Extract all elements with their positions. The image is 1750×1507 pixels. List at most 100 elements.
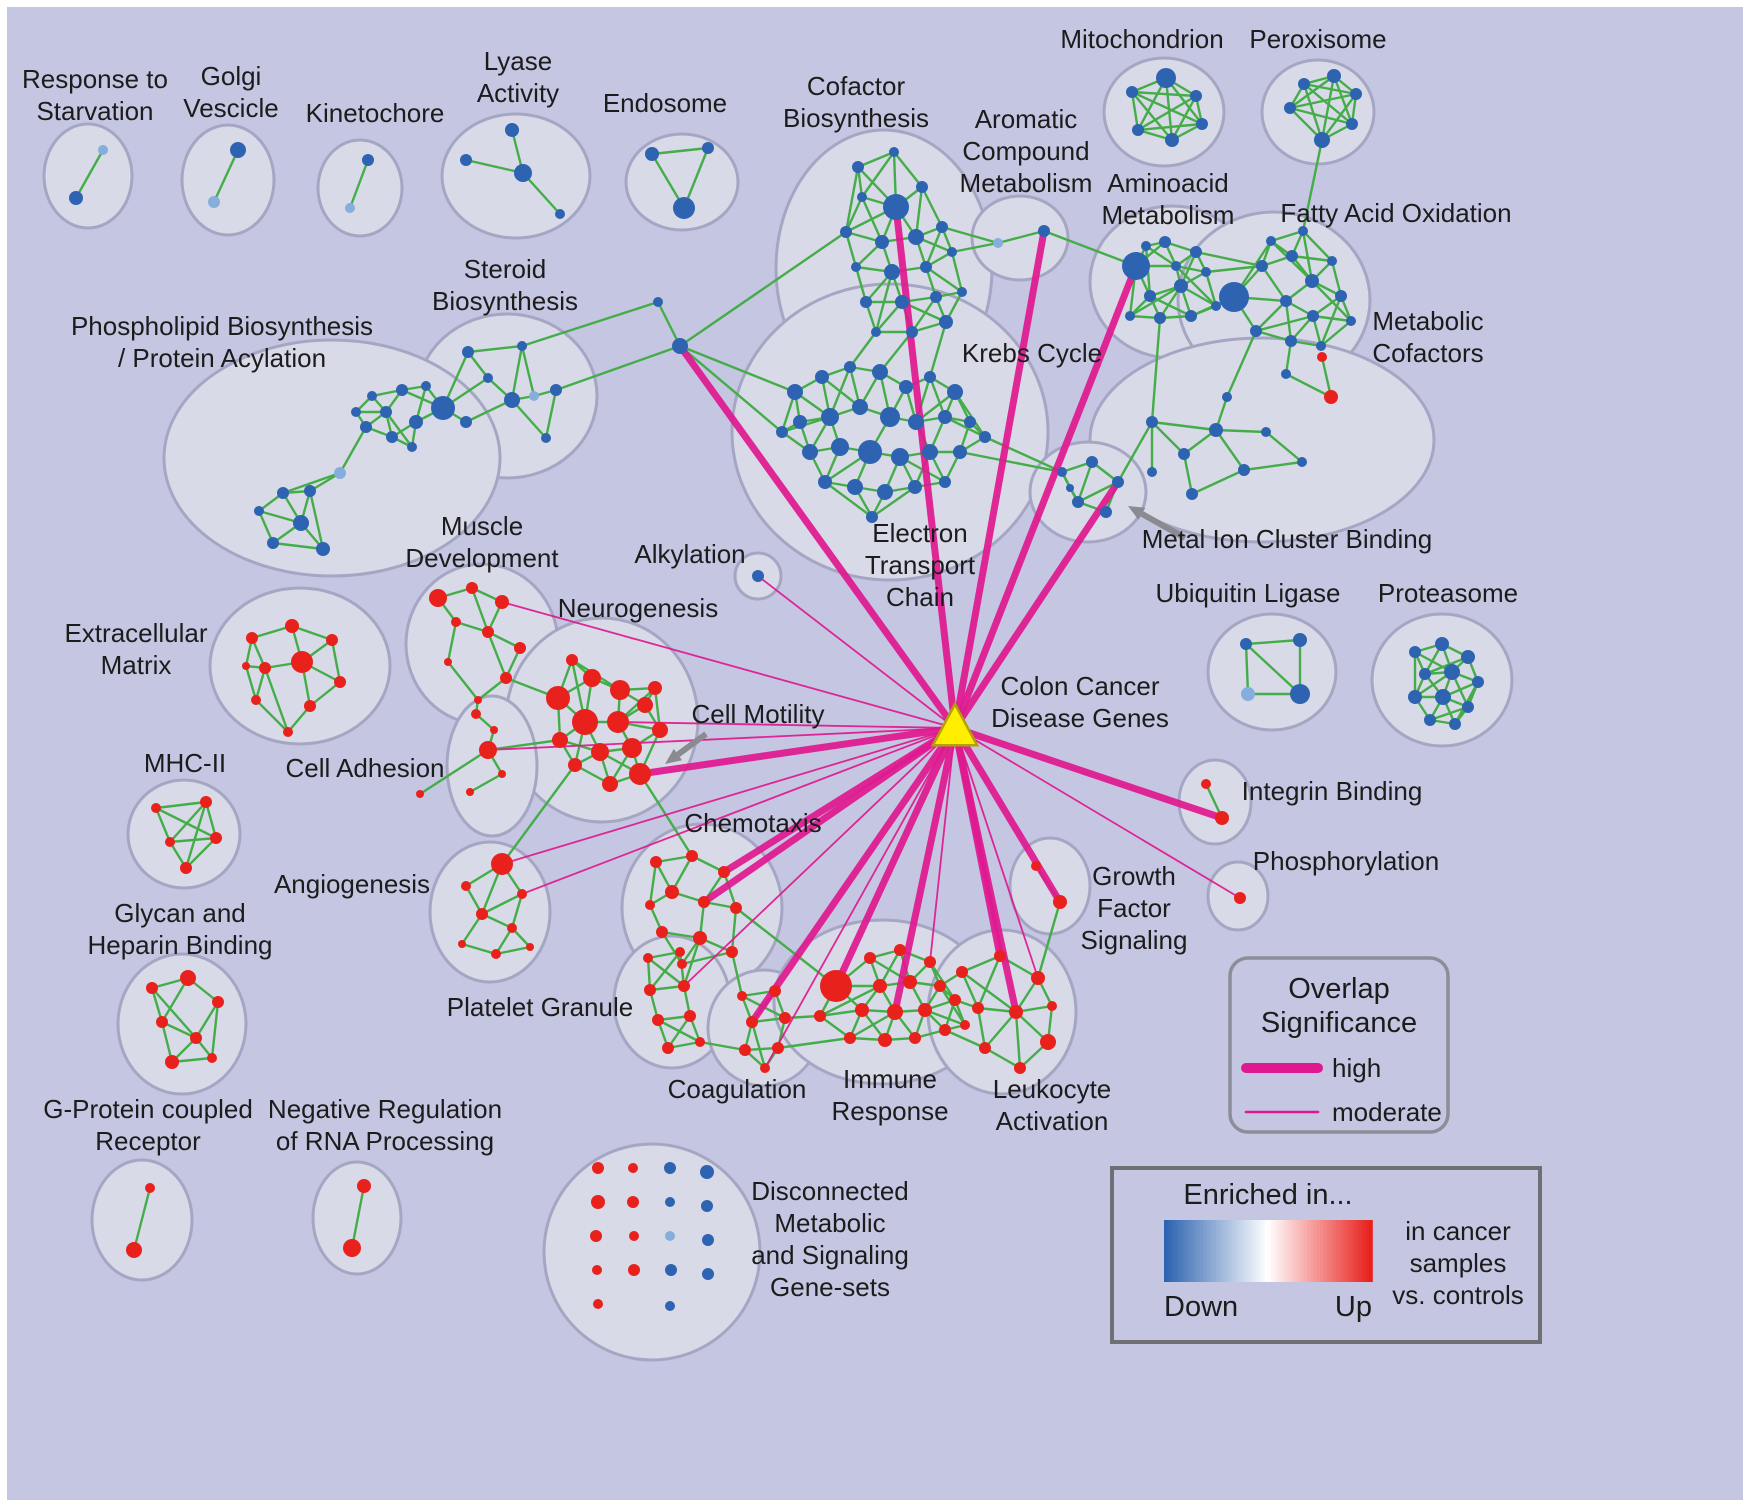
green-edge bbox=[1145, 245, 1177, 267]
gradient-strip bbox=[1339, 1220, 1344, 1282]
label-line: Cell Adhesion bbox=[286, 753, 445, 783]
gene-set-node bbox=[1317, 352, 1327, 362]
gene-set-node bbox=[546, 686, 570, 710]
green-edge bbox=[944, 415, 986, 439]
green-edge bbox=[819, 1015, 851, 1039]
gene-set-node bbox=[1266, 236, 1276, 246]
gene-set-node bbox=[98, 145, 108, 155]
label-line: Activity bbox=[477, 78, 559, 108]
label-line: Metabolic bbox=[774, 1208, 885, 1238]
green-edge bbox=[1255, 314, 1314, 333]
green-edge bbox=[1151, 420, 1217, 432]
gene-set-node bbox=[776, 426, 788, 438]
cluster-label-cell-adhesion: Cell Adhesion bbox=[286, 753, 445, 783]
gene-set-node bbox=[126, 1242, 142, 1258]
cluster-label-ubiquitin-ligase: Ubiquitin Ligase bbox=[1155, 578, 1340, 608]
gene-set-node bbox=[918, 1003, 932, 1017]
label-line: G-Protein coupled bbox=[43, 1094, 253, 1124]
green-edge bbox=[470, 587, 490, 633]
green-edge bbox=[1261, 265, 1287, 302]
gradient-up-label: Up bbox=[1335, 1291, 1372, 1323]
cluster-label-coagulation: Coagulation bbox=[668, 1074, 807, 1104]
label-line: Overlap bbox=[1288, 973, 1390, 1005]
overlap-edge-high bbox=[636, 724, 959, 778]
gene-set-node bbox=[629, 1231, 639, 1241]
label-line: Integrin Binding bbox=[1242, 776, 1423, 806]
gene-set-node bbox=[357, 1179, 371, 1193]
gene-set-node bbox=[1126, 86, 1138, 98]
green-edge bbox=[1195, 250, 1263, 268]
green-edge bbox=[874, 271, 894, 333]
gene-set-node bbox=[1040, 1034, 1056, 1050]
green-edge bbox=[272, 541, 324, 551]
label-line: Starvation bbox=[36, 96, 153, 126]
gradient-strip bbox=[1303, 1220, 1308, 1282]
green-edge bbox=[132, 1187, 152, 1251]
gene-set-node bbox=[458, 940, 466, 948]
gene-set-node bbox=[291, 651, 313, 673]
layer-overlap-edges bbox=[487, 203, 1241, 1069]
gene-set-node bbox=[645, 900, 655, 910]
gene-set-node bbox=[1307, 310, 1319, 322]
green-edge bbox=[961, 971, 1017, 1013]
gene-set-node bbox=[665, 1197, 675, 1207]
label-line: Fatty Acid Oxidation bbox=[1280, 198, 1511, 228]
gene-set-node bbox=[491, 949, 501, 959]
label-line: / Protein Acylation bbox=[118, 343, 326, 373]
gene-set-node bbox=[514, 164, 532, 182]
green-edge bbox=[1191, 468, 1245, 496]
gradient-strip bbox=[1222, 1220, 1227, 1282]
gene-set-node bbox=[627, 1196, 639, 1208]
green-edge bbox=[1285, 372, 1332, 399]
cluster-ellipse-ubiquitin-ligase bbox=[1206, 612, 1338, 732]
gradient-strip bbox=[1186, 1220, 1191, 1282]
gradient-strip bbox=[1274, 1220, 1279, 1282]
gradient-strip bbox=[1349, 1220, 1354, 1282]
green-edge bbox=[511, 399, 547, 439]
gene-set-node bbox=[675, 947, 685, 957]
gene-set-node bbox=[462, 346, 474, 358]
gene-set-node bbox=[939, 1024, 951, 1036]
gene-set-node bbox=[145, 1183, 155, 1193]
gene-set-node bbox=[908, 414, 924, 430]
gradient-strip bbox=[1313, 1220, 1318, 1282]
label-line: Response bbox=[831, 1096, 948, 1126]
green-edge bbox=[510, 345, 524, 401]
gradient-strip bbox=[1242, 1220, 1247, 1282]
gene-set-node bbox=[894, 944, 906, 956]
gene-set-node bbox=[190, 1032, 202, 1044]
green-edge bbox=[461, 913, 483, 945]
gene-set-node bbox=[69, 191, 83, 205]
gene-set-node bbox=[593, 1299, 603, 1309]
gene-set-node bbox=[993, 238, 1003, 248]
green-edge bbox=[656, 301, 682, 347]
gene-set-node bbox=[880, 407, 900, 427]
green-edge bbox=[1164, 77, 1174, 141]
label-line: Metabolic bbox=[1372, 306, 1483, 336]
gene-set-node bbox=[1435, 637, 1449, 651]
gene-set-node bbox=[1156, 68, 1176, 88]
gene-set-node bbox=[1238, 464, 1250, 476]
green-edge bbox=[169, 801, 207, 843]
green-edge bbox=[1151, 421, 1185, 455]
gene-set-node bbox=[1031, 971, 1045, 985]
gradient-strip bbox=[1329, 1220, 1334, 1282]
gene-set-node bbox=[451, 617, 461, 627]
green-edge bbox=[649, 951, 681, 991]
gene-set-node bbox=[1165, 133, 1179, 147]
label-line: Coagulation bbox=[668, 1074, 807, 1104]
cluster-ellipse-metabolic-cofactors bbox=[1088, 336, 1436, 544]
gene-set-node bbox=[889, 147, 899, 157]
green-edge bbox=[950, 251, 964, 293]
gene-set-node bbox=[878, 1033, 892, 1047]
overlap-edge-high bbox=[891, 724, 959, 1016]
gene-set-node bbox=[875, 235, 889, 249]
overlap-edge-moderate bbox=[501, 601, 956, 729]
cluster-label-platelet-granule: Platelet Granule bbox=[447, 992, 633, 1022]
green-edge bbox=[854, 266, 868, 303]
